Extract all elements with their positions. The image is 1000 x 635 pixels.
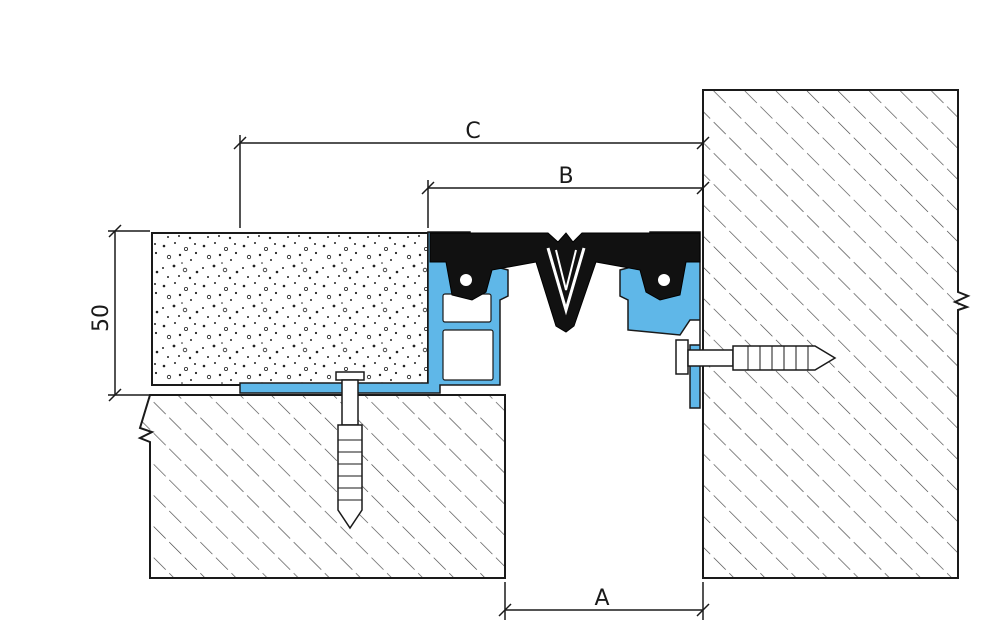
dimension-a-label: A xyxy=(594,586,609,611)
horizontal-anchor-bolt xyxy=(675,339,837,375)
rubber-seal-insert xyxy=(429,232,701,333)
dimension-height: 50 xyxy=(89,224,150,402)
vertical-anchor-bolt xyxy=(335,371,365,530)
screed-layer xyxy=(151,232,429,386)
dimension-b: B xyxy=(421,164,710,228)
dimension-height-label: 50 xyxy=(89,304,114,332)
dimension-c-label: C xyxy=(465,119,480,144)
dimension-a: A xyxy=(498,582,710,620)
right-concrete-wall xyxy=(702,89,971,579)
left-concrete-slab xyxy=(137,394,506,579)
left-aluminium-profile xyxy=(239,231,509,394)
dimension-c: C xyxy=(233,119,710,228)
dimension-b-label: B xyxy=(558,164,573,189)
